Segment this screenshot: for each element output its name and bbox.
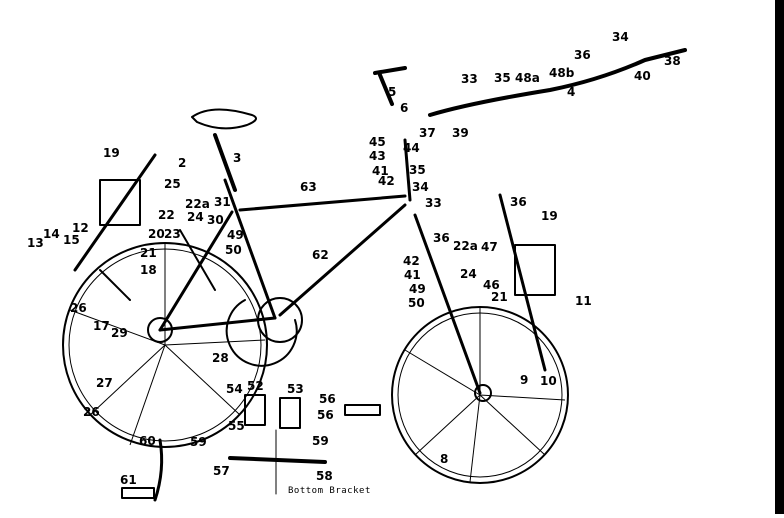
crank-arm-left [153,438,164,502]
label-36-top: 36 [574,48,591,62]
label-54: 54 [226,382,243,396]
label-56-b: 56 [317,408,334,422]
label-45: 45 [369,135,386,149]
label-59-right: 59 [312,434,329,448]
front-brake-post [498,193,547,372]
saddle [191,108,257,130]
label-44: 44 [403,141,420,155]
front-hub [474,384,492,402]
seat-post [213,133,237,192]
label-41-fork: 41 [404,268,421,282]
seat-stay [158,210,234,332]
rear-brake-post [73,153,157,272]
label-11: 11 [575,294,592,308]
chainring [225,299,298,367]
label-22: 22 [158,208,175,222]
label-23: 23 [164,227,181,241]
label-35-bar: 35 [494,71,511,85]
label-28: 28 [212,351,229,365]
label-26-top: 26 [70,301,87,315]
label-50-rear: 50 [225,243,242,257]
label-9: 9 [520,373,529,387]
label-15: 15 [63,233,80,247]
label-22a-rear: 22a [185,197,210,211]
label-47: 47 [481,240,498,254]
label-37: 37 [419,126,436,140]
label-26-bottom: 26 [83,405,100,419]
label-29: 29 [111,326,128,340]
label-18: 18 [140,263,157,277]
label-42-fork: 42 [403,254,420,268]
label-34-top: 34 [612,30,629,44]
label-49-front: 49 [409,282,426,296]
label-48a: 48a [515,71,540,85]
label-33-frame: 33 [425,196,442,210]
label-30: 30 [207,213,224,227]
label-56-a: 56 [319,392,336,406]
bottom-bracket-note: Bottom Bracket [288,486,371,496]
label-31: 31 [214,195,231,209]
label-2: 2 [178,156,187,170]
seat-tube [223,178,277,320]
label-22a-front: 22a [453,239,478,253]
label-36-fork: 36 [433,231,450,245]
label-6: 6 [400,101,409,115]
label-21-front: 21 [491,290,508,304]
down-tube [278,203,407,317]
label-63: 63 [300,180,317,194]
label-50-front: 50 [408,296,425,310]
label-24-front: 24 [460,267,477,281]
label-25: 25 [164,177,181,191]
label-17: 17 [93,319,110,333]
label-59-left: 59 [190,435,207,449]
label-4: 4 [567,85,576,99]
label-19-rear: 19 [103,146,120,160]
label-40: 40 [634,69,651,83]
label-21-rear: 21 [140,246,157,260]
chain-stay [158,316,277,332]
label-14: 14 [43,227,60,241]
label-62: 62 [312,248,329,262]
headset-stack [403,138,412,202]
label-34-frame: 34 [412,180,429,194]
label-61: 61 [120,473,137,487]
label-39: 39 [452,126,469,140]
label-58: 58 [316,469,333,483]
label-20: 20 [148,227,165,241]
label-55: 55 [228,419,245,433]
label-27: 27 [96,376,113,390]
label-33-bar: 33 [461,72,478,86]
label-52: 52 [247,379,264,393]
front-fork-left [413,213,482,395]
label-10: 10 [540,374,557,388]
label-19-front: 19 [541,209,558,223]
label-12: 12 [72,221,89,235]
label-60: 60 [139,434,156,448]
label-41-top: 41 [372,164,389,178]
label-49-rear: 49 [227,228,244,242]
label-42-top: 42 [378,174,395,188]
top-tube [238,194,407,212]
label-35-frame: 35 [409,163,426,177]
label-36-front: 36 [510,195,527,209]
label-43: 43 [369,149,386,163]
label-8: 8 [440,452,449,466]
handlebar [428,48,687,117]
label-46: 46 [483,278,500,292]
right-edge-bar [775,0,784,514]
label-38: 38 [664,54,681,68]
label-48b: 48b [549,66,575,80]
label-5: 5 [388,85,397,99]
label-57: 57 [213,464,230,478]
label-53: 53 [287,382,304,396]
label-13: 13 [27,236,44,250]
label-24-rear: 24 [187,210,204,224]
label-3: 3 [233,151,242,165]
